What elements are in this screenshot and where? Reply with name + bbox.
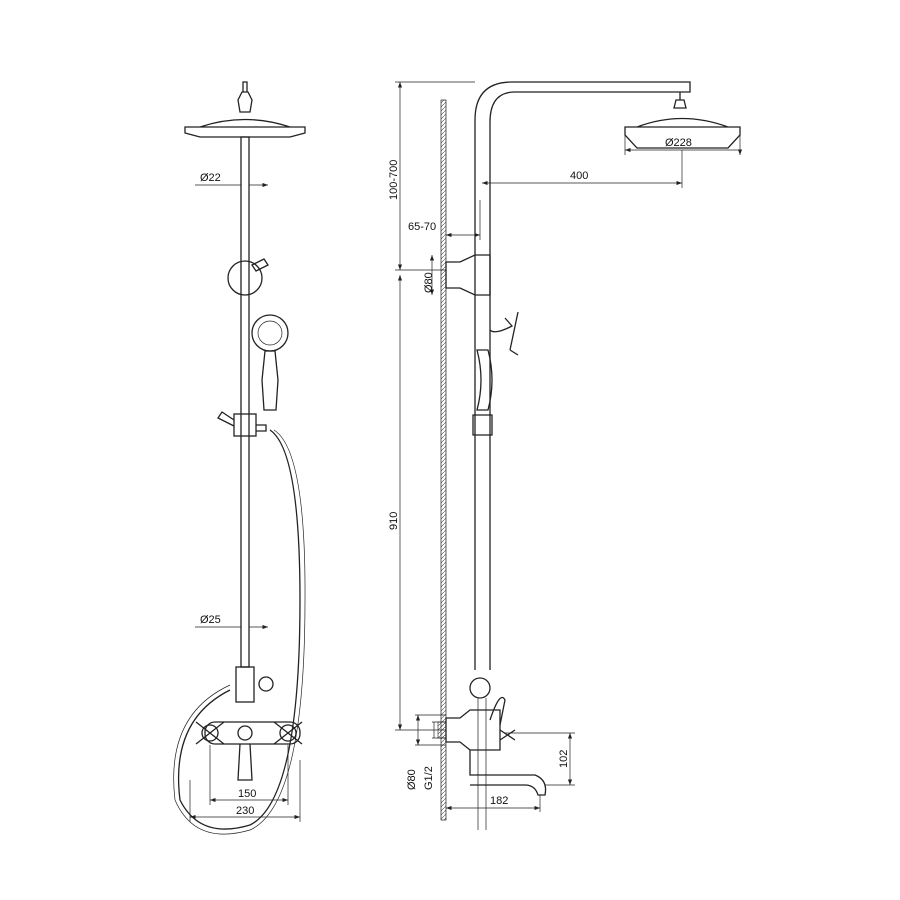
- wall-bracket: [227, 260, 263, 296]
- side-hose: [477, 698, 487, 830]
- dim-height-adjust: 100-700: [388, 160, 400, 200]
- wall: [440, 99, 447, 821]
- hand-shower: [251, 314, 289, 352]
- side-hand-shower: [489, 311, 519, 356]
- hand-shower-handle: [261, 350, 279, 411]
- dim-total-height: 910: [388, 512, 400, 530]
- mixer-body: [204, 721, 301, 745]
- side-view: 100-700 65-70 Ø80 400 Ø228 910 Ø80 G1/2 …: [388, 81, 740, 830]
- side-spout: [469, 750, 547, 796]
- dim-pipe-upper: Ø22: [200, 172, 221, 184]
- side-lever: [489, 696, 516, 741]
- shower-arm: [474, 81, 691, 670]
- riser-pipe: [240, 136, 250, 668]
- side-wall-bracket: [445, 254, 491, 296]
- dim-spout-height: 102: [558, 750, 570, 768]
- dim-spout-reach: 182: [490, 795, 508, 807]
- spout-front: [237, 743, 253, 781]
- dim-handle-spacing: 150: [238, 788, 256, 800]
- cross-handle-right: [273, 721, 303, 745]
- slider: [233, 413, 257, 437]
- shower-head-knob: [237, 81, 253, 113]
- shower-head: [184, 118, 306, 138]
- dim-flange-diameter: Ø80: [406, 769, 418, 790]
- dim-head-diameter: Ø228: [665, 137, 692, 149]
- front-view: Ø22 Ø25 150 230: [173, 81, 306, 835]
- hose: [177, 429, 301, 830]
- dim-mixer-width: 230: [236, 805, 254, 817]
- side-mixer: [445, 709, 501, 751]
- diverter-body: [235, 666, 255, 703]
- cross-handle-left: [195, 721, 225, 745]
- dim-thread: G1/2: [423, 766, 435, 790]
- dim-wall-distance: 65-70: [408, 221, 436, 233]
- side-handle: [476, 349, 493, 411]
- dim-pipe-lower: Ø25: [200, 614, 221, 626]
- dim-arm-length: 400: [570, 170, 588, 182]
- dim-bracket-diameter: Ø80: [423, 272, 435, 293]
